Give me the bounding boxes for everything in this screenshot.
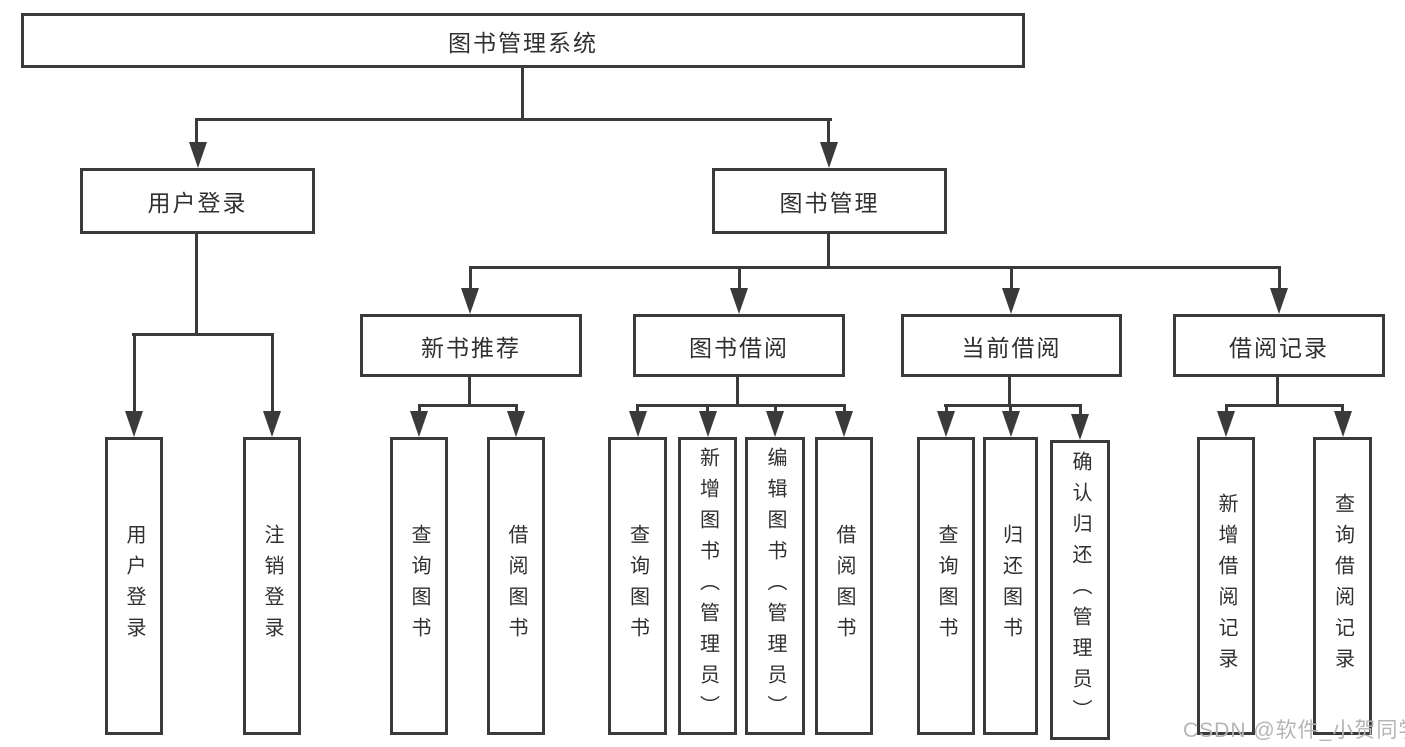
leaf-query-borrow-record-label: 查询借阅记录	[1331, 493, 1354, 679]
leaf-borrow-borrow-books: 借阅图书	[815, 437, 873, 735]
connector-line-v	[520, 68, 524, 120]
connector-line-v	[736, 377, 739, 407]
leaf-borrow-query-books: 查询图书	[608, 437, 667, 735]
leaf-newbooks-query-books: 查询图书	[390, 437, 448, 735]
node-book-management: 图书管理	[712, 168, 947, 234]
node-user-login-label: 用户登录	[147, 190, 248, 216]
leaf-add-borrow-record: 新增借阅记录	[1197, 437, 1255, 735]
leaf-confirm-return-admin: 确认归还（管理员）	[1050, 440, 1110, 740]
arrowhead-down-icon	[125, 411, 143, 437]
leaf-logout-label: 注销登录	[261, 524, 283, 648]
leaf-newbooks-borrow-books: 借阅图书	[487, 437, 545, 735]
connector-line-v	[1009, 266, 1013, 292]
node-book-borrow-label: 图书借阅	[689, 334, 789, 361]
connector-line-v	[195, 234, 198, 335]
connector-line-v	[468, 377, 471, 407]
connector-line-v	[132, 333, 136, 415]
node-borrow-records-label: 借阅记录	[1229, 334, 1329, 361]
connector-line-v	[417, 404, 421, 416]
node-root-label: 图书管理系统	[448, 29, 598, 56]
arrowhead-down-icon	[1071, 414, 1089, 440]
connector-line-v	[706, 404, 709, 416]
csdn-watermark: CSDN @软件_小贺同学	[1183, 719, 1405, 742]
arrowhead-down-icon	[698, 411, 717, 437]
node-book-borrow: 图书借阅	[633, 314, 845, 377]
connector-line-v	[827, 118, 830, 146]
arrowhead-down-icon	[1001, 411, 1020, 437]
node-current-borrow: 当前借阅	[901, 314, 1122, 377]
connector-line-v	[842, 404, 846, 416]
arrowhead-down-icon	[1217, 411, 1235, 437]
connector-line-v	[1341, 404, 1344, 416]
node-new-book-recommend: 新书推荐	[360, 314, 582, 377]
node-new-book-recommend-label: 新书推荐	[421, 334, 521, 361]
leaf-borrow-borrow-books-label: 借阅图书	[833, 524, 855, 648]
connector-line-v	[636, 404, 639, 416]
leaf-borrow-query-books-label: 查询图书	[626, 524, 649, 648]
arrowhead-down-icon	[461, 288, 479, 314]
connector-line-v	[1008, 377, 1011, 407]
leaf-edit-books-admin: 编辑图书（管理员）	[745, 437, 805, 735]
connector-line-h	[1224, 404, 1344, 407]
arrowhead-down-icon	[835, 411, 853, 437]
leaf-current-query-books: 查询图书	[917, 437, 975, 735]
leaf-add-borrow-record-label: 新增借阅记录	[1215, 493, 1237, 679]
connector-line-v	[827, 234, 830, 269]
leaf-query-borrow-record: 查询借阅记录	[1313, 437, 1372, 735]
connector-line-v	[1009, 404, 1012, 416]
connector-line-v	[514, 404, 518, 416]
arrowhead-down-icon	[766, 411, 784, 437]
connector-line-h	[132, 333, 274, 336]
leaf-logout: 注销登录	[243, 437, 301, 735]
node-borrow-records: 借阅记录	[1173, 314, 1385, 377]
leaf-newbooks-borrow-books-label: 借阅图书	[505, 524, 527, 648]
leaf-add-books-admin: 新增图书（管理员）	[678, 437, 737, 735]
leaf-return-books: 归还图书	[983, 437, 1038, 735]
arrowhead-down-icon	[263, 411, 281, 437]
connector-line-v	[737, 266, 741, 292]
arrowhead-down-icon	[507, 411, 525, 437]
node-root: 图书管理系统	[21, 13, 1025, 68]
arrowhead-down-icon	[730, 288, 748, 314]
leaf-user-login: 用户登录	[105, 437, 163, 735]
connector-line-v	[1078, 404, 1082, 418]
connector-line-v	[270, 333, 274, 415]
connector-line-v	[468, 266, 472, 292]
leaf-newbooks-query-books-label: 查询图书	[408, 524, 430, 648]
node-user-login: 用户登录	[80, 168, 315, 234]
connector-line-v	[195, 118, 198, 146]
connector-line-v	[1276, 377, 1279, 407]
arrowhead-down-icon	[1002, 288, 1020, 314]
node-current-borrow-label: 当前借阅	[961, 334, 1062, 361]
leaf-return-books-label: 归还图书	[999, 524, 1022, 648]
arrowhead-down-icon	[410, 411, 428, 437]
arrowhead-down-icon	[628, 411, 647, 437]
leaf-confirm-return-admin-label: 确认归还（管理员）	[1069, 450, 1091, 730]
connector-line-v	[773, 404, 777, 416]
connector-line-h	[636, 404, 845, 407]
connector-line-h	[196, 118, 832, 121]
leaf-current-query-books-label: 查询图书	[935, 524, 957, 648]
connector-line-v	[1277, 266, 1281, 292]
leaf-user-login-label: 用户登录	[123, 524, 145, 648]
leaf-add-books-admin-label: 新增图书（管理员）	[696, 446, 719, 726]
node-book-management-label: 图书管理	[779, 190, 880, 216]
arrowhead-down-icon	[188, 142, 207, 168]
connector-line-v	[944, 404, 948, 416]
arrowhead-down-icon	[1270, 288, 1288, 314]
arrowhead-down-icon	[1333, 411, 1352, 437]
arrowhead-down-icon	[937, 411, 955, 437]
connector-line-v	[1224, 404, 1228, 416]
connector-line-h	[417, 404, 518, 407]
connector-line-h	[944, 404, 1081, 407]
arrowhead-down-icon	[819, 142, 838, 168]
connector-line-h	[468, 266, 1281, 269]
leaf-edit-books-admin-label: 编辑图书（管理员）	[764, 446, 786, 726]
